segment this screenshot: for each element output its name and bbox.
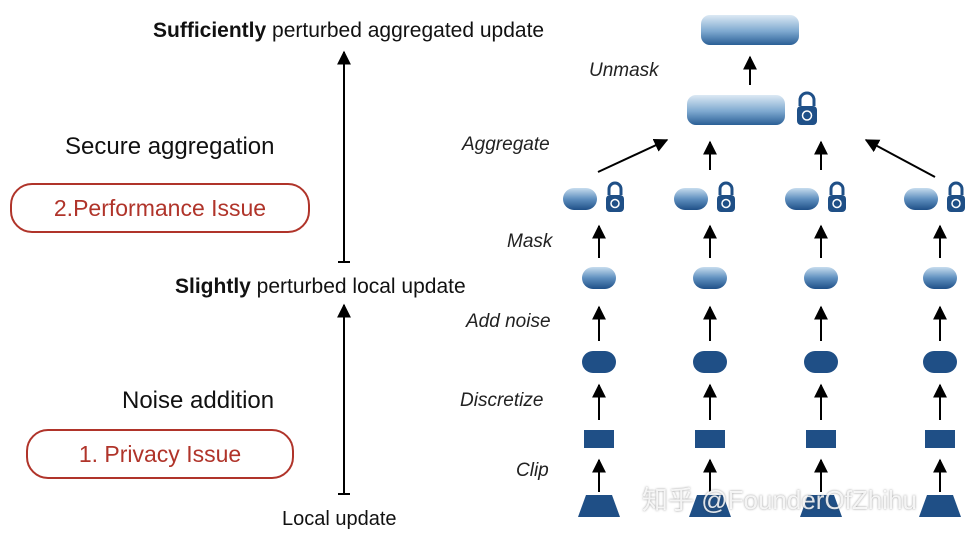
clipped-shape-1 — [584, 430, 614, 448]
local-update-shape-2 — [689, 495, 731, 517]
mask-lock-icon-4 — [947, 181, 965, 212]
clipped-shape-4 — [925, 430, 955, 448]
secure-aggregation-heading: Secure aggregation — [65, 133, 275, 160]
unmasked-update — [701, 15, 799, 45]
local-update-shape-1 — [578, 495, 620, 517]
mask-lock-icon-1 — [606, 181, 624, 212]
performance-issue-text: 2.Performance Issue — [53, 194, 267, 221]
noised-shape-3 — [804, 267, 838, 289]
masked-shape-1 — [563, 188, 597, 210]
step-unmask: Unmask — [589, 60, 659, 81]
noise-addition-heading: Noise addition — [122, 387, 275, 414]
noised-shape-1 — [582, 267, 616, 289]
step-aggregate: Aggregate — [462, 134, 550, 155]
client-columns — [563, 181, 965, 517]
discretized-shape-4 — [923, 351, 957, 373]
masked-shape-4 — [904, 188, 938, 210]
sufficiently-bold: Sufficiently — [153, 19, 267, 42]
clipped-shape-3 — [806, 430, 836, 448]
noised-shape-2 — [693, 267, 727, 289]
clipped-shape-2 — [695, 430, 725, 448]
slightly-perturbed-label: Slightly perturbed local update — [175, 275, 466, 299]
local-update-label: Local update — [282, 508, 397, 530]
aggregate-arrow-4 — [864, 139, 936, 178]
masked-shape-3 — [785, 188, 819, 210]
privacy-issue-text: 1. Privacy Issue — [78, 440, 242, 467]
sufficiently-perturbed-label: Sufficiently perturbed aggregated update — [153, 19, 544, 43]
aggregate-arrow-1 — [597, 138, 669, 173]
step-mask: Mask — [507, 231, 553, 252]
discretized-shape-3 — [804, 351, 838, 373]
performance-issue-box: 2.Performance Issue — [10, 183, 310, 233]
noised-shape-4 — [923, 267, 957, 289]
step-clip: Clip — [516, 460, 549, 481]
mask-lock-icon-2 — [717, 181, 735, 212]
watermark: 知乎 @FounderOfZhihu — [642, 485, 917, 515]
slightly-rest: perturbed local update — [250, 275, 466, 298]
step-add-noise: Add noise — [466, 311, 551, 332]
discretized-shape-1 — [582, 351, 616, 373]
masked-shape-2 — [674, 188, 708, 210]
step-discretize: Discretize — [460, 390, 544, 411]
aggregate-lock-icon — [797, 91, 817, 125]
discretized-shape-2 — [693, 351, 727, 373]
local-update-shape-4 — [919, 495, 961, 517]
mask-lock-icon-3 — [828, 181, 846, 212]
aggregated-update — [687, 95, 785, 125]
privacy-issue-box: 1. Privacy Issue — [26, 429, 294, 479]
slightly-bold: Slightly — [175, 275, 251, 298]
sufficiently-rest: perturbed aggregated update — [266, 19, 545, 42]
local-update-shape-3 — [800, 495, 842, 517]
